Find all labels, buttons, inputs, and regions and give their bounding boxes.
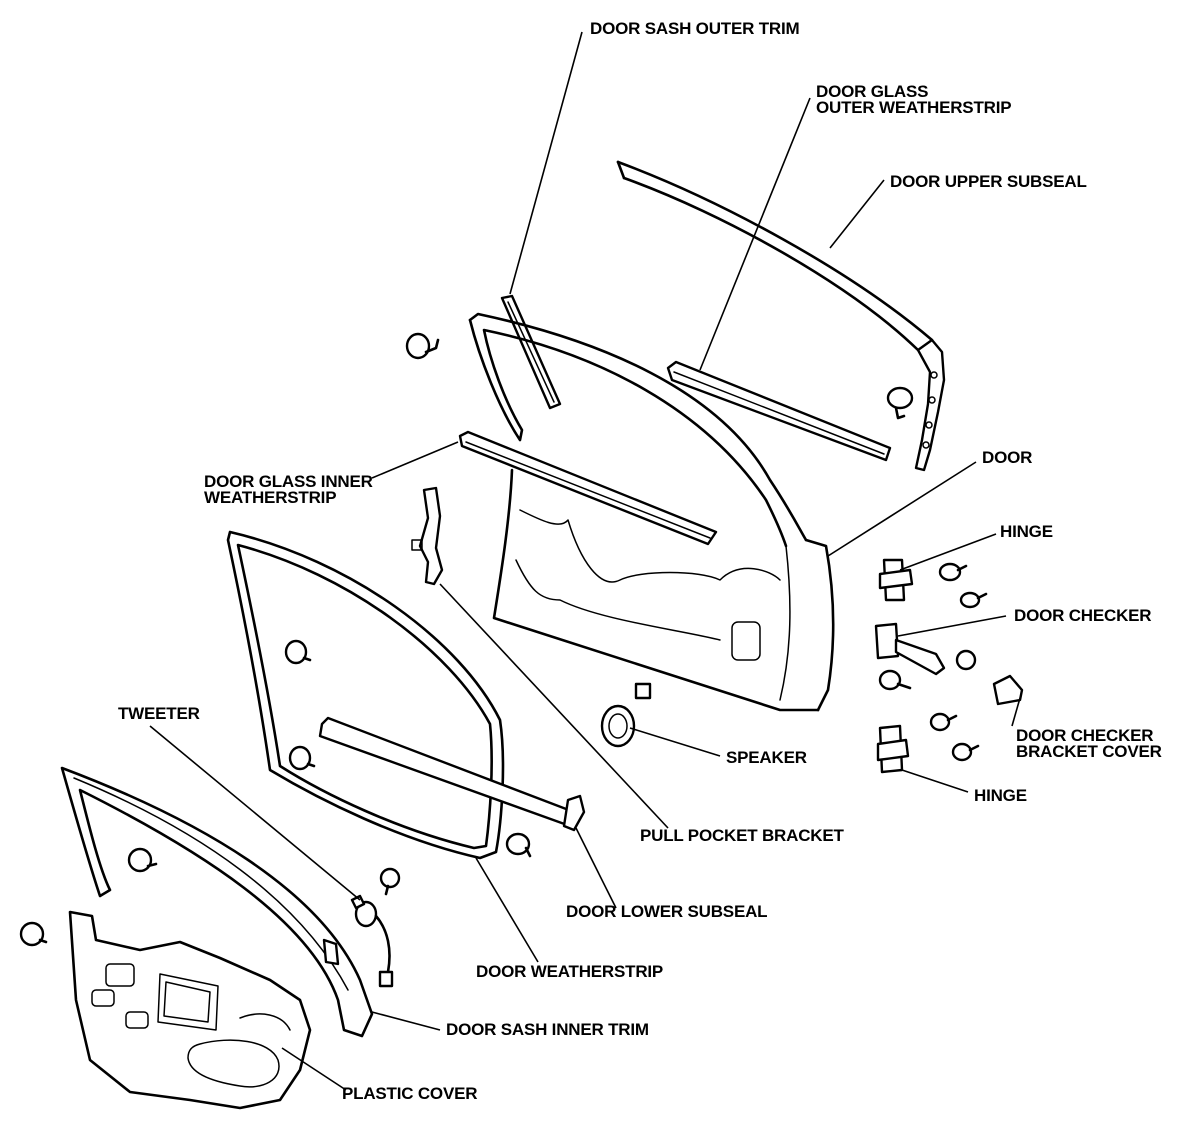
clip-icon	[379, 867, 401, 896]
label-door-sash-outer-trim: DOOR SASH OUTER TRIM	[590, 19, 799, 38]
label-pull-pocket-bracket: PULL POCKET BRACKET	[640, 826, 844, 845]
door-glass-inner-weatherstrip-part	[458, 430, 718, 546]
label-door: DOOR	[982, 448, 1032, 467]
door-sash-inner-trim-part	[60, 766, 374, 1038]
clip-icon	[127, 847, 158, 873]
tweeter-icon	[350, 894, 394, 988]
clip-icon	[505, 832, 532, 858]
label-hinge-lower: HINGE	[974, 786, 1027, 805]
label-door-glass-outer-weatherstrip-line2: OUTER WEATHERSTRIP	[816, 98, 1011, 117]
label-door-sash-inner-trim: DOOR SASH INNER TRIM	[446, 1020, 649, 1039]
bolt-icon	[878, 669, 912, 691]
bolt-icon	[929, 712, 958, 732]
label-plastic-cover: PLASTIC COVER	[342, 1084, 477, 1103]
label-door-checker-bracket-cover-line2: BRACKET COVER	[1016, 742, 1162, 761]
label-door-weatherstrip: DOOR WEATHERSTRIP	[476, 962, 663, 981]
label-door-upper-subseal: DOOR UPPER SUBSEAL	[890, 172, 1087, 191]
hinge-lower-part	[876, 724, 910, 774]
label-tweeter: TWEETER	[118, 704, 200, 723]
door-checker-bracket-cover-part	[992, 674, 1024, 706]
leader-lines	[149, 31, 1021, 1091]
bolt-icon	[938, 562, 968, 582]
clip-icon	[886, 386, 914, 420]
clip-icon	[19, 921, 48, 947]
clip-icon	[284, 639, 312, 665]
label-door-lower-subseal: DOOR LOWER SUBSEAL	[566, 902, 767, 921]
door-lower-subseal-part	[318, 716, 586, 832]
clip-icon	[288, 745, 316, 771]
label-door-glass-inner-weatherstrip-line1: DOOR GLASS INNER	[204, 472, 373, 491]
door-weatherstrip-part	[226, 530, 505, 860]
label-speaker: SPEAKER	[726, 748, 807, 767]
door-shell-part	[468, 312, 835, 712]
pull-pocket-bracket-part	[411, 486, 444, 586]
plastic-cover-part	[68, 910, 312, 1110]
label-door-checker: DOOR CHECKER	[1014, 606, 1151, 625]
label-door-glass-inner-weatherstrip-line2: WEATHERSTRIP	[204, 488, 336, 507]
clip-icon	[405, 332, 440, 360]
speaker-icon	[600, 682, 652, 748]
bolt-icon	[959, 591, 988, 609]
label-door-glass-outer-weatherstrip-line1: DOOR GLASS	[816, 82, 928, 101]
bolt-icon	[955, 649, 977, 671]
door-upper-subseal-part	[616, 160, 946, 472]
part-labels: DOOR SASH OUTER TRIM DOOR GLASS OUTER WE…	[118, 19, 1162, 1103]
label-door-checker-bracket-cover-line1: DOOR CHECKER	[1016, 726, 1153, 745]
door-sash-outer-trim-part	[500, 294, 562, 410]
label-hinge-upper: HINGE	[1000, 522, 1053, 541]
hinge-upper-part	[878, 558, 914, 602]
bolt-icon	[951, 742, 980, 762]
door-checker-part	[874, 622, 946, 676]
door-glass-outer-weatherstrip-part	[666, 360, 892, 462]
